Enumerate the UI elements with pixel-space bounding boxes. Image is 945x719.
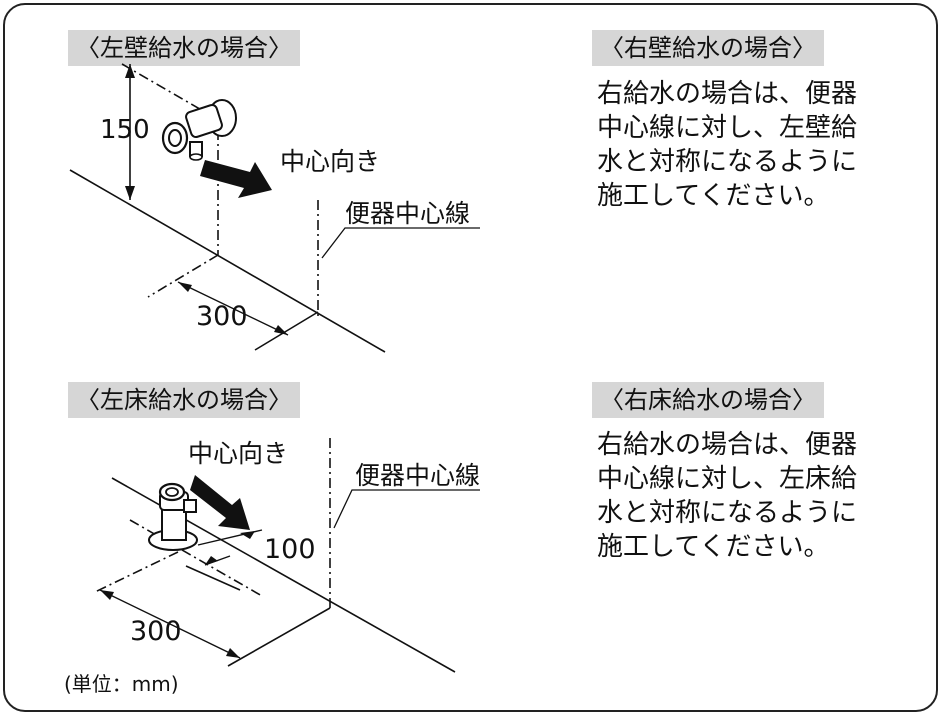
- right-floor-line-1: 右給水の場合は、便器: [597, 430, 858, 460]
- right-wall-header: 〈右壁給水の場合〉: [592, 30, 824, 66]
- right-floor-line-4: 施工してください。: [597, 532, 830, 562]
- left-floor-header: 〈左床給水の場合〉: [68, 382, 300, 418]
- right-wall-line-3: 水と対称になるように: [597, 147, 858, 177]
- left-floor-drawing: 中心向き 便器中心線 100 300: [94, 438, 480, 673]
- floor-toilet-center-label: 便器中心線: [355, 461, 480, 490]
- unit-note: (単位：mm): [64, 672, 179, 696]
- right-wall-text: 右給水の場合は、便器 中心線に対し、左壁給 水と対称になるように 施工してくださ…: [597, 77, 857, 213]
- wall-floor-line: [69, 169, 386, 353]
- right-wall-line-4: 施工してください。: [597, 181, 830, 211]
- right-floor-line-2: 中心線に対し、左床給: [597, 464, 858, 494]
- wall-toilet-center-label: 便器中心線: [345, 199, 470, 228]
- floor-depth-dim-label: 100: [264, 534, 316, 565]
- left-wall-drawing: 150 中心向き 便器中心線 300: [69, 63, 480, 353]
- right-wall-line-2: 中心線に対し、左壁給: [597, 113, 858, 143]
- left-wall-header: 〈左壁給水の場合〉: [68, 30, 300, 66]
- diagram-frame: [3, 3, 938, 712]
- floor-direction-label: 中心向き: [188, 439, 288, 468]
- right-floor-text: 右給水の場合は、便器 中心線に対し、左床給 水と対称になるように 施工してくださ…: [597, 428, 857, 564]
- right-floor-line-3: 水と対称になるように: [597, 498, 858, 528]
- height-dim-label: 150: [100, 115, 150, 145]
- right-wall-line-1: 右給水の場合は、便器: [597, 79, 858, 109]
- floor-offset-dim-label: 300: [130, 616, 182, 647]
- wall-offset-dim-label: 300: [196, 301, 248, 332]
- right-floor-header: 〈右床給水の場合〉: [592, 382, 824, 418]
- wall-direction-label: 中心向き: [280, 147, 380, 176]
